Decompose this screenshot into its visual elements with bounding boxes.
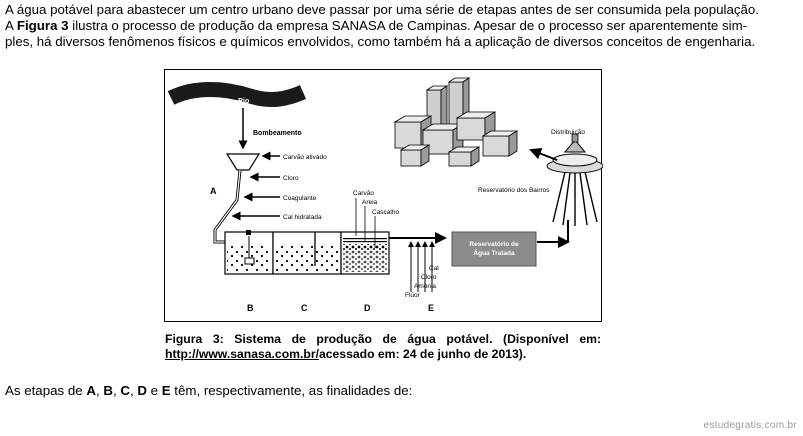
- label-fluor: Flúor: [405, 292, 421, 299]
- label-reservatorio-2: Água Tratada: [473, 248, 515, 257]
- funnel: [225, 153, 261, 171]
- label-cloro: Cloro: [283, 175, 299, 182]
- stage-e: E: [161, 383, 171, 398]
- intro-line-3: ples, há diversos fenômenos físicos e qu…: [5, 34, 756, 49]
- label-d: D: [364, 303, 371, 313]
- source-link[interactable]: http://www.sanasa.com.br/: [165, 347, 319, 361]
- caption-line-1: Figura 3: Sistema de produção de água po…: [165, 332, 601, 346]
- watermark: estudegratis.com.br: [703, 420, 797, 431]
- label-a: A: [210, 186, 217, 196]
- stage-a: A: [86, 383, 96, 398]
- label-cascalho: Cascalho: [372, 209, 399, 216]
- water-treatment-diagram: Rio Bombeamento A Carvão ativado Cloro C…: [167, 77, 603, 313]
- label-bombeamento: Bombeamento: [253, 130, 302, 137]
- label-areia: Areia: [362, 199, 378, 206]
- river-shape: [167, 82, 307, 107]
- distribution-tower: [546, 133, 603, 226]
- figure-ref: Figura 3: [16, 18, 69, 33]
- label-carvao: Carvão: [353, 190, 374, 197]
- label-cal: Cal: [429, 265, 439, 272]
- label-cal-hidratada: Cal hidratada: [283, 214, 322, 221]
- label-e: E: [428, 303, 434, 313]
- label-reservatorio-bairros: Reservatório dos Bairros: [478, 187, 550, 194]
- reservoir-treated-water: [451, 231, 537, 267]
- label-c: C: [301, 303, 308, 313]
- caption-access-date: acessado em: 24 de junho de 2013).: [318, 347, 527, 361]
- label-b: B: [247, 303, 254, 313]
- label-coagulante: Coagulante: [283, 195, 317, 202]
- city-buildings: [393, 77, 519, 167]
- figure-3: Rio Bombeamento A Carvão ativado Cloro C…: [164, 69, 603, 322]
- stage-d: D: [137, 383, 147, 398]
- feed-pipe: [213, 169, 242, 244]
- label-amonia: Amônia: [414, 283, 436, 290]
- stage-b: B: [103, 383, 113, 398]
- figure-caption: Figura 3: Sistema de produção de água po…: [165, 332, 601, 362]
- label-carvao-ativado: Carvão ativado: [283, 154, 327, 161]
- label-distribuicao: Distribuição: [551, 129, 585, 136]
- question-text: As etapas de A, B, C, D e E têm, respect…: [5, 383, 413, 398]
- label-cloro-e: Cloro: [421, 274, 437, 281]
- intro-line-1: A água potável para abastecer um centro …: [5, 2, 759, 17]
- intro-paragraph: A água potável para abastecer um centro …: [5, 2, 799, 50]
- label-reservatorio-1: Reservatório de: [469, 241, 519, 248]
- stage-c: C: [120, 383, 130, 398]
- intro-line-2a: A: [5, 18, 17, 33]
- intro-line-2b: ilustra o processo de produção da empres…: [68, 18, 748, 33]
- label-rio: Rio: [238, 98, 249, 105]
